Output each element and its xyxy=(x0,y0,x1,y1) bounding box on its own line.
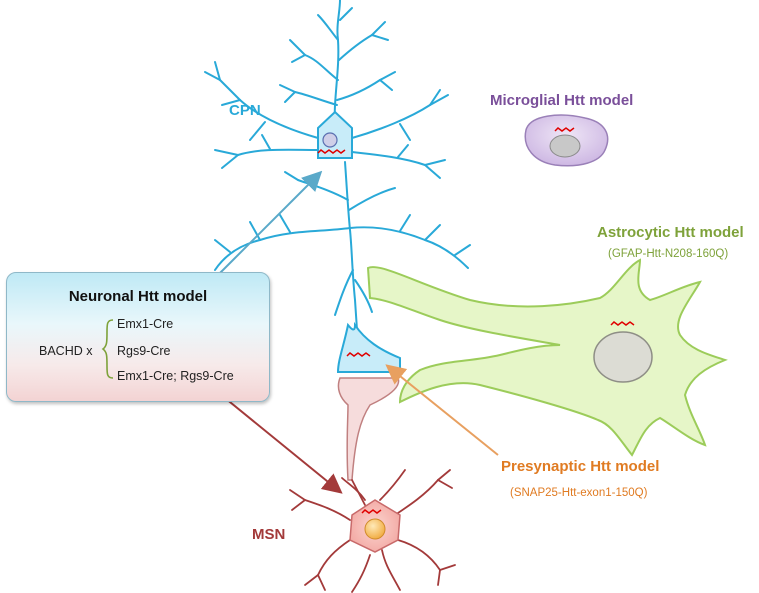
presynaptic-terminal xyxy=(336,321,401,373)
astrocytic-model-label: Astrocytic Htt model xyxy=(597,224,744,241)
arrow-to-msn xyxy=(224,397,343,494)
neuronal-model-panel: Neuronal Htt model BACHD x Emx1-Cre Rgs9… xyxy=(6,272,270,402)
microglial-model-label: Microglial Htt model xyxy=(490,92,634,109)
arrow-to-terminal xyxy=(385,364,499,456)
astrocytic-model-construct: (GFAP-Htt-N208-160Q) xyxy=(608,248,729,260)
msn-soma xyxy=(349,499,401,553)
presynaptic-model-construct: (SNAP25-Htt-exon1-150Q) xyxy=(510,487,648,499)
option-rgs9-cre: Rgs9-Cre xyxy=(117,344,171,358)
presynaptic-model-label: Presynaptic Htt model xyxy=(501,458,660,475)
cpn-soma xyxy=(317,110,353,159)
arrow-to-cpn xyxy=(217,170,323,276)
msn-dendrite xyxy=(337,377,400,481)
neuronal-model-title: Neuronal Htt model xyxy=(68,288,208,305)
bachd-prefix: BACHD x xyxy=(39,344,93,358)
cpn-label: CPN xyxy=(229,102,261,119)
option-emx1-cre: Emx1-Cre xyxy=(117,317,174,331)
curly-brace-icon xyxy=(101,319,114,379)
cpn-neuron xyxy=(204,0,471,331)
microglia-cell xyxy=(524,114,609,167)
msn-label: MSN xyxy=(252,526,286,543)
option-emx1-rgs9-cre: Emx1-Cre; Rgs9-Cre xyxy=(117,369,234,383)
astrocyte-cell xyxy=(366,258,728,457)
msn-neuron xyxy=(289,469,456,593)
